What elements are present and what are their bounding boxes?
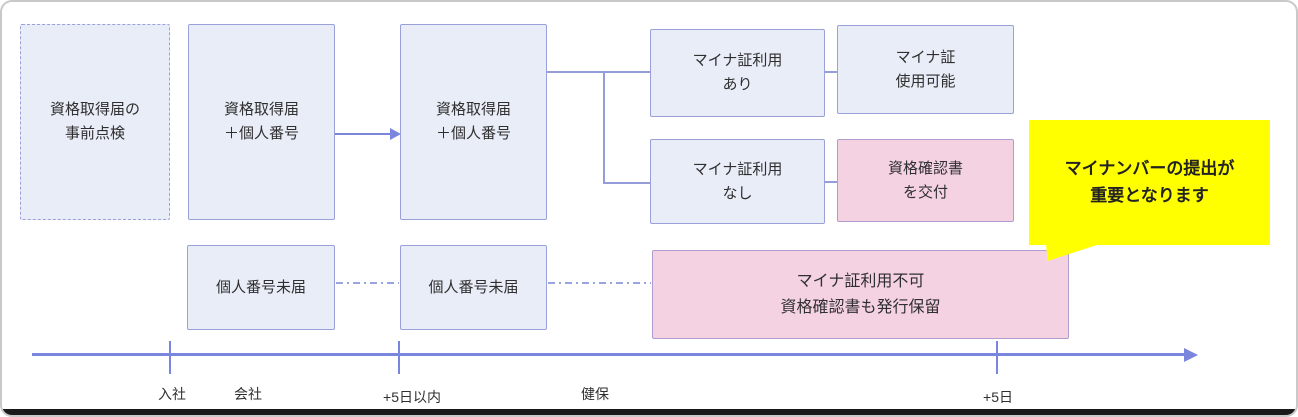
connector-branch-vertical [603,71,605,184]
acquisition-company-box: 資格取得届 ＋個人番号 [188,24,335,220]
timeline-arrowhead-icon [1184,348,1198,362]
timeline-label-kenpo: 健保 [581,386,609,402]
myna-card-yes-label-line1: マイナ証利用 [692,52,783,69]
myna-card-usable-box: マイナ証 使用可能 [837,25,1014,114]
number-missing-company-box: 個人番号未届 [187,245,335,330]
hold-label-line1: マイナ証利用不可 [796,272,925,290]
timeline-axis [32,353,1184,356]
acquisition-kenpo-label-line1: 資格取得届 [435,101,511,118]
number-missing-kenpo-label: 個人番号未届 [428,278,519,296]
number-missing-company-label: 個人番号未届 [215,278,306,296]
precheck-box: 資格取得届の 事前点検 [20,24,170,220]
precheck-box-label-line1: 資格取得届の [49,101,140,118]
arrowhead-right-icon [390,128,401,140]
acquisition-kenpo-label-line2: ＋個人番号 [435,125,511,142]
myna-card-usable-label-line1: マイナ証 [895,48,956,66]
timeline-label-within-five-days: +5日以内 [383,389,441,405]
hold-label-line2: 資格確認書も発行保留 [780,298,941,316]
hold-box: マイナ証利用不可 資格確認書も発行保留 [652,250,1069,339]
timeline-tick-join [169,341,171,374]
myna-card-yes-label-line2: あり [722,76,753,93]
dashdot-connector-kenpo [548,282,651,284]
precheck-box-label-line2: 事前点検 [64,125,125,142]
myna-card-usable-label-line2: 使用可能 [895,72,956,90]
callout-tail [1046,244,1100,261]
connector-company-to-kenpo [335,133,391,135]
connector-kenpo-to-branch [547,71,650,73]
myna-card-no-box: マイナ証利用 なし [650,139,825,224]
connector-no-to-certificate [825,181,837,183]
frame-bottom-edge [2,409,1296,415]
callout-bubble: マイナンバーの提出が 重要となります [1029,120,1270,245]
timeline-tick-within-five-days [398,341,400,374]
issue-certificate-label-line1: 資格確認書 [887,159,963,177]
myna-card-yes-box: マイナ証利用 あり [650,29,825,117]
issue-certificate-label-line2: を交付 [902,183,948,201]
timeline-label-join: 入社 [158,386,186,402]
callout-line2: 重要となります [1090,185,1209,205]
timeline-label-company: 会社 [234,386,262,402]
connector-branch-to-no [603,182,650,184]
connector-yes-to-usable [825,71,837,73]
acquisition-company-label-line1: 資格取得届 [223,101,299,118]
acquisition-company-label-line2: ＋個人番号 [223,125,299,142]
myna-card-no-label-line2: なし [722,184,753,202]
number-missing-kenpo-box: 個人番号未届 [400,245,547,330]
myna-card-no-label-line1: マイナ証利用 [692,160,783,178]
callout-line1: マイナンバーの提出が [1064,159,1235,179]
timeline-label-plus-five-days: +5日 [983,389,1013,405]
dashdot-connector-company [336,282,399,284]
issue-certificate-box: 資格確認書 を交付 [837,139,1014,222]
acquisition-kenpo-box: 資格取得届 ＋個人番号 [400,24,547,220]
timeline-tick-plus-five-days [996,341,998,374]
